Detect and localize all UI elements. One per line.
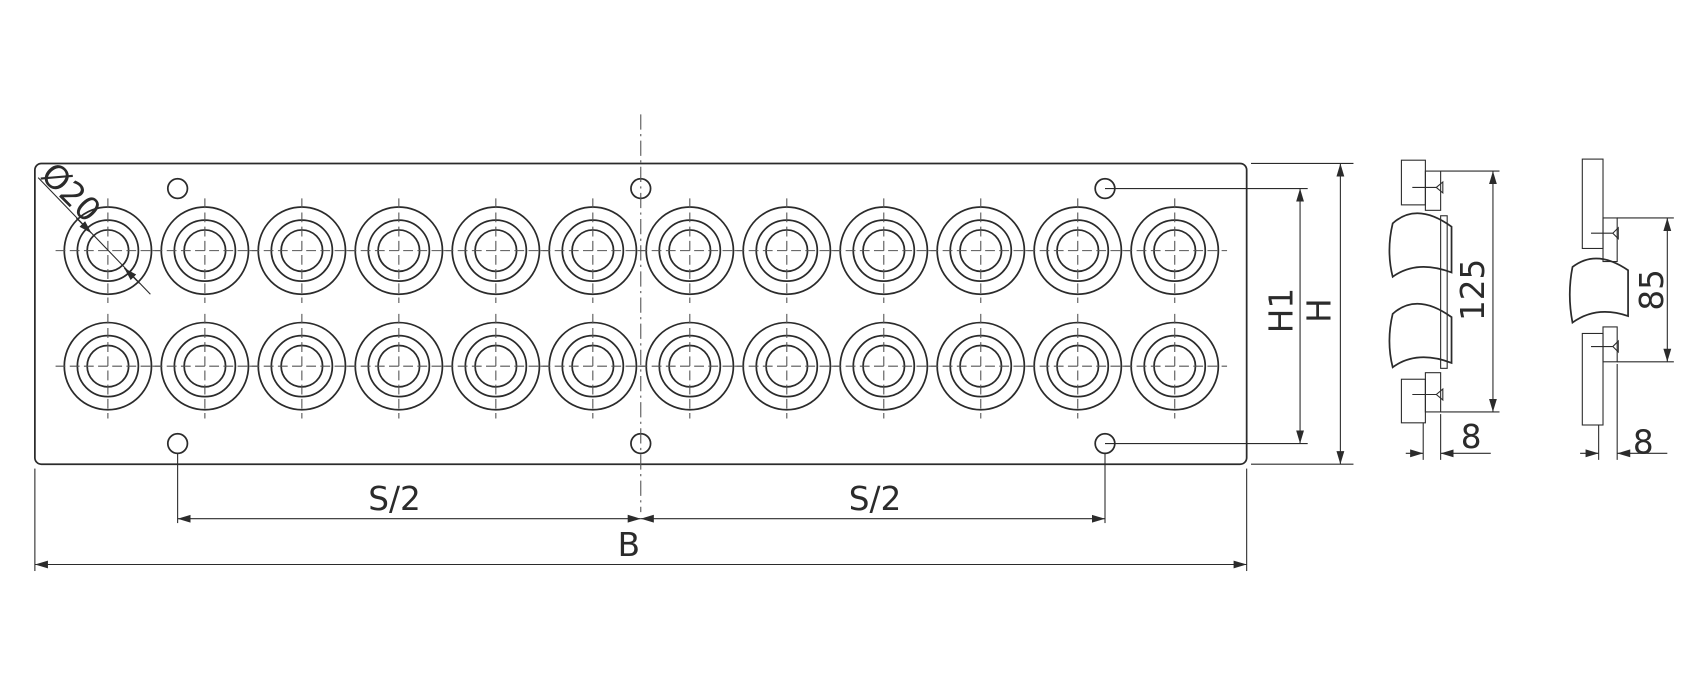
grommet (928, 313, 1034, 419)
grommet (152, 313, 258, 419)
side-view-single-row: 85 8 (1568, 158, 1674, 461)
grommet (443, 313, 549, 419)
grommet (734, 313, 840, 419)
grommet (831, 313, 937, 419)
side-view-1-thickness-label: 8 (1461, 418, 1482, 456)
grommet (152, 198, 258, 303)
grommet (637, 313, 743, 419)
half-span-dimensions: S/2 S/2 (177, 453, 1106, 524)
side-view-2-thickness-label: 8 (1633, 423, 1654, 461)
grommet (249, 313, 355, 419)
side-view-1-height-label: 125 (1454, 259, 1492, 321)
mounting-hole (166, 177, 189, 200)
mounting-holes (166, 177, 1116, 455)
hole-height-label: H1 (1262, 288, 1300, 333)
grommet (1122, 313, 1228, 419)
grommet (831, 198, 937, 303)
side-view-two-row: 125 8 (1388, 159, 1500, 460)
side-view-2-height-label: 85 (1633, 269, 1671, 311)
grommet (249, 198, 355, 303)
screw-icon (1591, 226, 1619, 354)
grommet (55, 198, 161, 303)
grommet-side (1388, 302, 1453, 369)
height-dimensions: H1 H (1105, 162, 1354, 465)
grommet (1025, 313, 1131, 419)
grommet-grid (55, 198, 1228, 419)
screw-icon (1412, 180, 1444, 402)
diameter-label: Ø20 (34, 155, 108, 229)
half-span-left-label: S/2 (368, 480, 421, 518)
height-label: H (1301, 298, 1339, 323)
width-label: B (618, 526, 640, 564)
grommet (346, 198, 452, 303)
half-span-right-label: S/2 (849, 480, 902, 518)
grommet (637, 198, 743, 303)
grommet-side (1388, 212, 1453, 279)
grommet (55, 313, 161, 419)
grommet (1122, 198, 1228, 303)
grommet (540, 198, 646, 303)
grommet (346, 313, 452, 419)
width-dimension: B (34, 468, 1248, 572)
grommet (443, 198, 549, 303)
grommet-side (1568, 257, 1629, 325)
grommet (734, 198, 840, 303)
grommet (928, 198, 1034, 303)
grommet (1025, 198, 1131, 303)
grommet (540, 313, 646, 419)
mounting-hole (166, 432, 189, 455)
